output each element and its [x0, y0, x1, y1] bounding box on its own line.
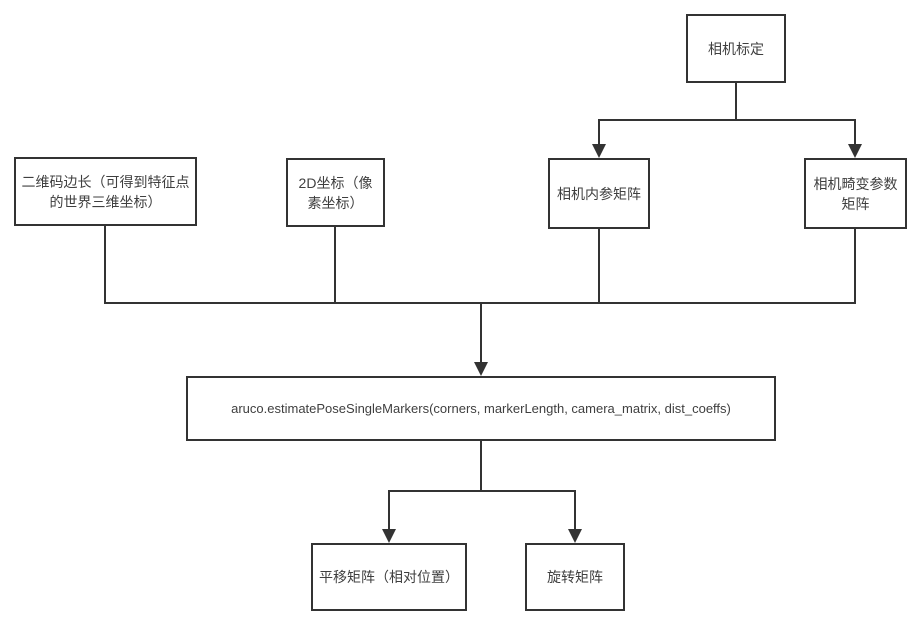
connector-to-estimate-pose: [480, 302, 482, 364]
node-rotation-matrix: 旋转矩阵: [525, 543, 625, 611]
connector-from-distortion: [854, 229, 856, 304]
node-estimate-pose-call-label: aruco.estimatePoseSingleMarkers(corners,…: [231, 400, 731, 416]
node-rotation-matrix-label: 旋转矩阵: [547, 569, 603, 585]
connector-to-translation: [388, 490, 390, 531]
arrowhead-down-icon: [382, 529, 396, 543]
arrowhead-down-icon: [592, 144, 606, 158]
node-marker-length: 二维码边长（可得到特征点的世界三维坐标）: [14, 157, 197, 226]
node-intrinsic-matrix-label: 相机内参矩阵: [557, 185, 641, 202]
node-intrinsic-matrix: 相机内参矩阵: [548, 158, 650, 229]
node-camera-calibration-label: 相机标定: [708, 40, 764, 57]
connector-from-marker-length: [104, 226, 106, 304]
arrowhead-down-icon: [848, 144, 862, 158]
node-distortion-matrix-label: 相机畸变参数矩阵: [813, 175, 898, 212]
connector-estimate-pose-stem: [480, 441, 482, 492]
connector-calibration-stem: [735, 83, 737, 121]
node-2d-coords-label: 2D坐标（像素坐标）: [298, 174, 373, 211]
node-estimate-pose-call: aruco.estimatePoseSingleMarkers(corners,…: [186, 376, 776, 441]
arrowhead-down-icon: [568, 529, 582, 543]
node-marker-length-label: 二维码边长（可得到特征点的世界三维坐标）: [21, 173, 190, 210]
connector-from-intrinsic: [598, 229, 600, 304]
node-2d-coords: 2D坐标（像素坐标）: [286, 158, 385, 227]
connector-to-distortion: [854, 119, 856, 146]
arrowhead-down-icon: [474, 362, 488, 376]
connector-from-2d-coords: [334, 227, 336, 304]
connector-to-rotation: [574, 490, 576, 531]
node-translation-matrix: 平移矩阵（相对位置）: [311, 543, 467, 611]
node-distortion-matrix: 相机畸变参数矩阵: [804, 158, 907, 229]
node-translation-matrix-label: 平移矩阵（相对位置）: [319, 569, 459, 585]
connector-output-branch: [388, 490, 576, 492]
connector-to-intrinsic: [598, 119, 600, 146]
connector-calibration-branch: [598, 119, 856, 121]
node-camera-calibration: 相机标定: [686, 14, 786, 83]
